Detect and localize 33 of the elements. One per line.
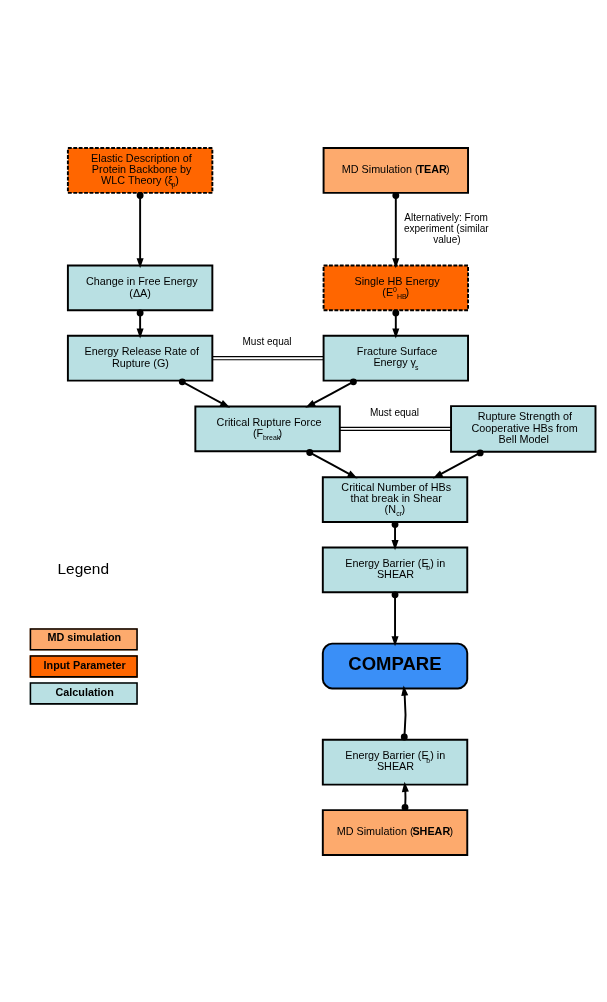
edge-label: Must equal (369, 406, 420, 418)
arrow (391, 520, 399, 550)
node-box: COMPARE (321, 642, 469, 689)
label: Legend (57, 559, 109, 577)
node-box: Energy Release Rate of Rupture (G) (66, 334, 214, 382)
node-box: Elastic Description of Protein Backbone by WLC Theory (ξ$_{p}$) (66, 146, 214, 194)
node-box: Change in Free Energy (ΔA) (66, 264, 214, 311)
edge-label: Alternatively: From experiment (similar value) (403, 211, 489, 245)
arrow (178, 377, 231, 408)
node-box: Critical Number of HBs that break in Shear (N$_{cr}$) (321, 475, 469, 523)
arrow (305, 377, 357, 408)
arrow (432, 448, 484, 478)
arrow (392, 308, 400, 338)
node-box: Critical Rupture Force (F$_{break}$) (194, 405, 341, 452)
node-box: Fracture Surface Energy γ$_{s}$ (322, 334, 469, 382)
arrow (306, 448, 358, 478)
edge-label: Must equal (242, 335, 292, 347)
node-box: MD Simulation (TEAR) (322, 146, 469, 194)
connector (211, 355, 325, 360)
node-box: MD Simulation (SHEAR) (321, 808, 469, 856)
node-box: Energy Barrier (E$_{b}$) in SHEAR (321, 546, 469, 593)
arrow (391, 590, 399, 646)
node-box: Single HB Energy (E$^{0}$$_{HB}$) (322, 264, 469, 311)
arrow (392, 191, 400, 268)
connector (339, 426, 452, 431)
node-box: Rupture Strength of Cooperative HBs from Bell Model (450, 404, 597, 453)
arrow (136, 308, 144, 338)
legend-label: Calculation (55, 685, 114, 698)
arrow (400, 685, 409, 740)
arrow (136, 191, 144, 268)
legend-label: Input Parameter (43, 658, 126, 671)
node-box: Energy Barrier (E$_{b}$) in SHEAR (321, 738, 469, 786)
legend-label: MD simulation (47, 630, 122, 643)
